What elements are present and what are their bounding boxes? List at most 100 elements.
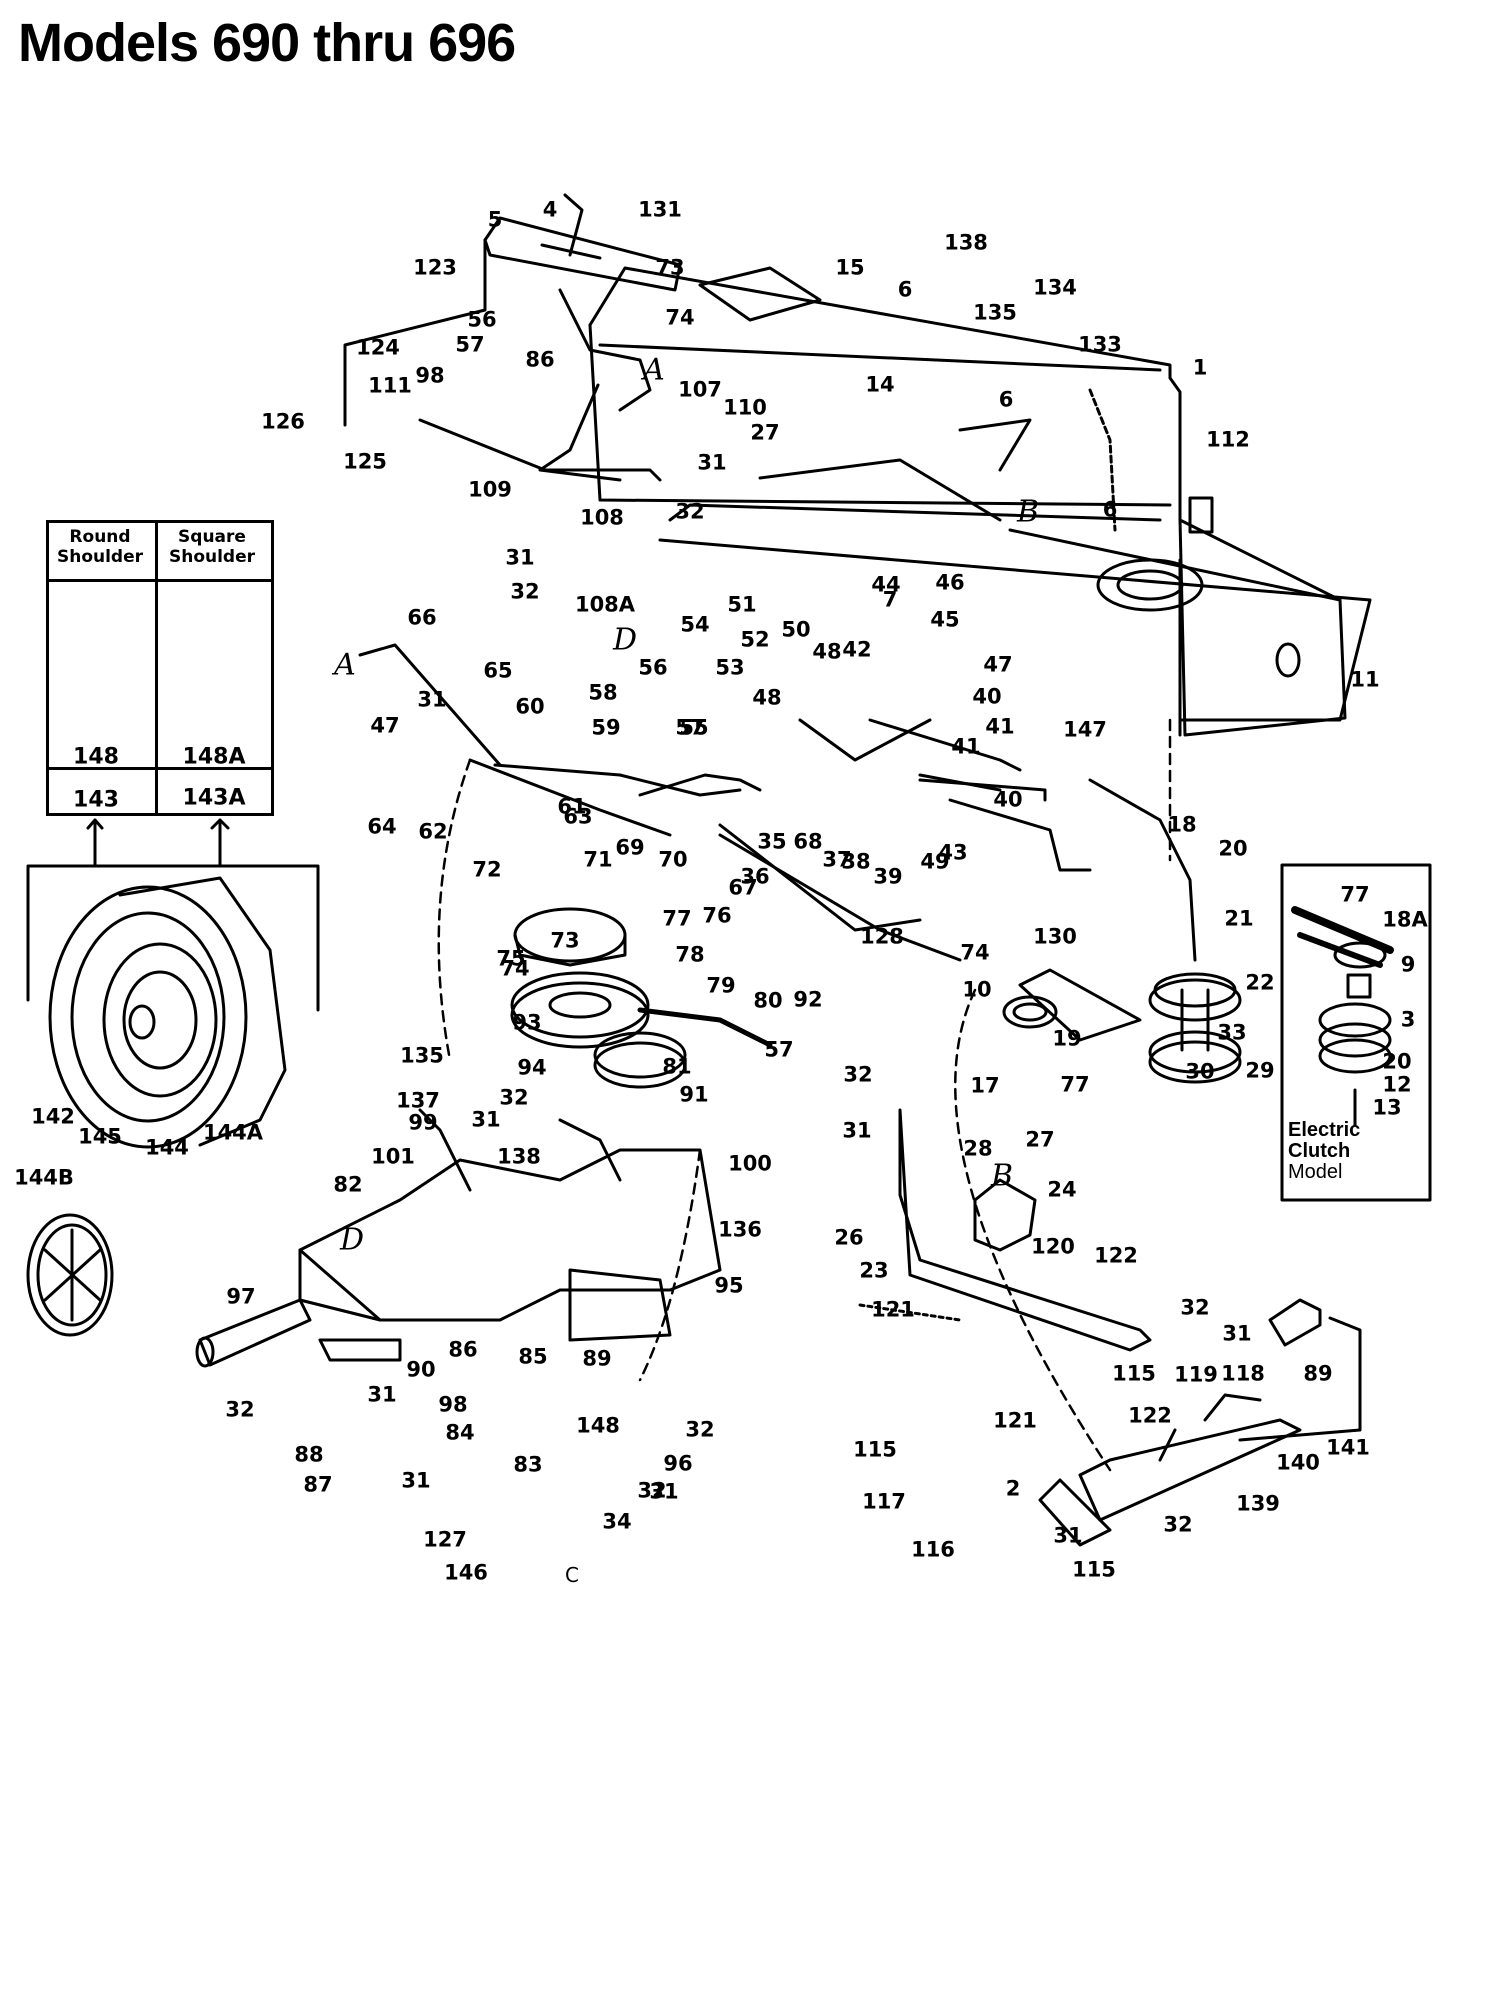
part-callout-47[interactable]: 47 xyxy=(983,652,1013,677)
part-callout-144a[interactable]: 144A xyxy=(202,1120,264,1145)
part-callout-57[interactable]: 57 xyxy=(675,715,705,740)
part-callout-31[interactable]: 31 xyxy=(1053,1523,1083,1548)
part-callout-6[interactable]: 6 xyxy=(1102,497,1118,522)
part-callout-66[interactable]: 66 xyxy=(407,605,437,630)
part-callout-40[interactable]: 40 xyxy=(993,787,1023,812)
part-callout-89[interactable]: 89 xyxy=(582,1346,612,1371)
part-callout-89[interactable]: 89 xyxy=(1303,1361,1333,1386)
part-callout-134[interactable]: 134 xyxy=(1033,275,1077,300)
part-callout-14[interactable]: 14 xyxy=(865,372,895,397)
part-callout-121[interactable]: 121 xyxy=(993,1408,1037,1433)
part-callout-72[interactable]: 72 xyxy=(472,857,502,882)
part-callout-32[interactable]: 32 xyxy=(1163,1512,1193,1537)
part-callout-92[interactable]: 92 xyxy=(793,987,823,1012)
part-callout-10[interactable]: 10 xyxy=(962,977,992,1002)
part-callout-112[interactable]: 112 xyxy=(1206,427,1250,452)
part-callout-74[interactable]: 74 xyxy=(960,940,990,965)
part-callout-62[interactable]: 62 xyxy=(418,819,448,844)
clutch-callout[interactable]: 3 xyxy=(1400,1007,1416,1032)
part-callout-45[interactable]: 45 xyxy=(930,607,960,632)
part-callout-120[interactable]: 120 xyxy=(1031,1234,1075,1259)
part-callout-111[interactable]: 111 xyxy=(368,373,412,398)
part-callout-68[interactable]: 68 xyxy=(793,829,823,854)
part-callout-100[interactable]: 100 xyxy=(728,1151,772,1176)
part-callout-7[interactable]: 7 xyxy=(882,587,898,612)
part-callout-31[interactable]: 31 xyxy=(649,1479,679,1504)
part-callout-127[interactable]: 127 xyxy=(423,1527,467,1552)
round-tire-part[interactable]: 143 xyxy=(73,787,119,813)
part-callout-83[interactable]: 83 xyxy=(513,1452,543,1477)
part-callout-90[interactable]: 90 xyxy=(406,1357,436,1382)
part-callout-40[interactable]: 40 xyxy=(972,684,1002,709)
part-callout-32[interactable]: 32 xyxy=(510,579,540,604)
part-callout-97[interactable]: 97 xyxy=(226,1284,256,1309)
part-callout-47[interactable]: 47 xyxy=(370,713,400,738)
part-callout-57[interactable]: 57 xyxy=(455,332,485,357)
part-callout-88[interactable]: 88 xyxy=(294,1442,324,1467)
part-callout-110[interactable]: 110 xyxy=(723,395,767,420)
part-callout-135[interactable]: 135 xyxy=(400,1043,444,1068)
part-callout-34[interactable]: 34 xyxy=(602,1509,632,1534)
part-callout-33[interactable]: 33 xyxy=(1217,1020,1247,1045)
part-callout-38[interactable]: 38 xyxy=(841,849,871,874)
part-callout-36[interactable]: 36 xyxy=(740,864,770,889)
part-callout-32[interactable]: 32 xyxy=(225,1397,255,1422)
part-callout-108[interactable]: 108 xyxy=(580,505,624,530)
part-callout-31[interactable]: 31 xyxy=(1222,1321,1252,1346)
part-callout-86[interactable]: 86 xyxy=(448,1337,478,1362)
part-callout-48[interactable]: 48 xyxy=(812,639,842,664)
part-callout-99[interactable]: 99 xyxy=(408,1110,438,1135)
part-callout-26[interactable]: 26 xyxy=(834,1225,864,1250)
part-callout-24[interactable]: 24 xyxy=(1047,1177,1077,1202)
part-callout-98[interactable]: 98 xyxy=(438,1392,468,1417)
part-callout-87[interactable]: 87 xyxy=(303,1472,333,1497)
part-callout-6[interactable]: 6 xyxy=(998,387,1014,412)
part-callout-80[interactable]: 80 xyxy=(753,988,783,1013)
part-callout-57[interactable]: 57 xyxy=(764,1037,794,1062)
clutch-callout[interactable]: 12 xyxy=(1382,1072,1412,1097)
part-callout-69[interactable]: 69 xyxy=(615,835,645,860)
part-callout-128[interactable]: 128 xyxy=(860,924,904,949)
part-callout-22[interactable]: 22 xyxy=(1245,970,1275,995)
part-callout-32[interactable]: 32 xyxy=(499,1085,529,1110)
part-callout-115[interactable]: 115 xyxy=(853,1437,897,1462)
part-callout-130[interactable]: 130 xyxy=(1033,924,1077,949)
part-callout-48[interactable]: 48 xyxy=(752,685,782,710)
part-callout-56[interactable]: 56 xyxy=(638,655,668,680)
part-callout-61[interactable]: 61 xyxy=(557,794,587,819)
part-callout-29[interactable]: 29 xyxy=(1245,1058,1275,1083)
part-callout-85[interactable]: 85 xyxy=(518,1344,548,1369)
part-callout-107[interactable]: 107 xyxy=(678,377,722,402)
part-callout-11[interactable]: 11 xyxy=(1350,667,1380,692)
part-callout-31[interactable]: 31 xyxy=(417,687,447,712)
part-callout-31[interactable]: 31 xyxy=(505,545,535,570)
part-callout-53[interactable]: 53 xyxy=(715,655,745,680)
clutch-callout[interactable]: 18A xyxy=(1382,907,1428,932)
part-callout-50[interactable]: 50 xyxy=(781,617,811,642)
part-callout-32[interactable]: 32 xyxy=(1180,1295,1210,1320)
part-callout-28[interactable]: 28 xyxy=(963,1136,993,1161)
part-callout-52[interactable]: 52 xyxy=(740,627,770,652)
part-callout-32[interactable]: 32 xyxy=(843,1062,873,1087)
part-callout-140[interactable]: 140 xyxy=(1276,1450,1320,1475)
part-callout-82[interactable]: 82 xyxy=(333,1172,363,1197)
part-callout-71[interactable]: 71 xyxy=(583,847,613,872)
part-callout-119[interactable]: 119 xyxy=(1174,1362,1218,1387)
part-callout-116[interactable]: 116 xyxy=(911,1537,955,1562)
part-callout-15[interactable]: 15 xyxy=(835,255,865,280)
part-callout-32[interactable]: 32 xyxy=(685,1417,715,1442)
part-callout-95[interactable]: 95 xyxy=(714,1273,744,1298)
part-callout-58[interactable]: 58 xyxy=(588,680,618,705)
part-callout-1[interactable]: 1 xyxy=(1192,355,1208,380)
part-callout-2[interactable]: 2 xyxy=(1005,1476,1021,1501)
part-callout-144[interactable]: 144 xyxy=(145,1135,189,1160)
part-callout-41[interactable]: 41 xyxy=(951,734,981,759)
part-callout-142[interactable]: 142 xyxy=(31,1104,75,1129)
clutch-callout[interactable]: 9 xyxy=(1400,952,1416,977)
part-callout-73[interactable]: 73 xyxy=(655,255,685,280)
part-callout-77[interactable]: 77 xyxy=(662,906,692,931)
part-callout-41[interactable]: 41 xyxy=(985,714,1015,739)
part-callout-75[interactable]: 75 xyxy=(496,946,526,971)
part-callout-31[interactable]: 31 xyxy=(842,1118,872,1143)
part-callout-31[interactable]: 31 xyxy=(367,1382,397,1407)
